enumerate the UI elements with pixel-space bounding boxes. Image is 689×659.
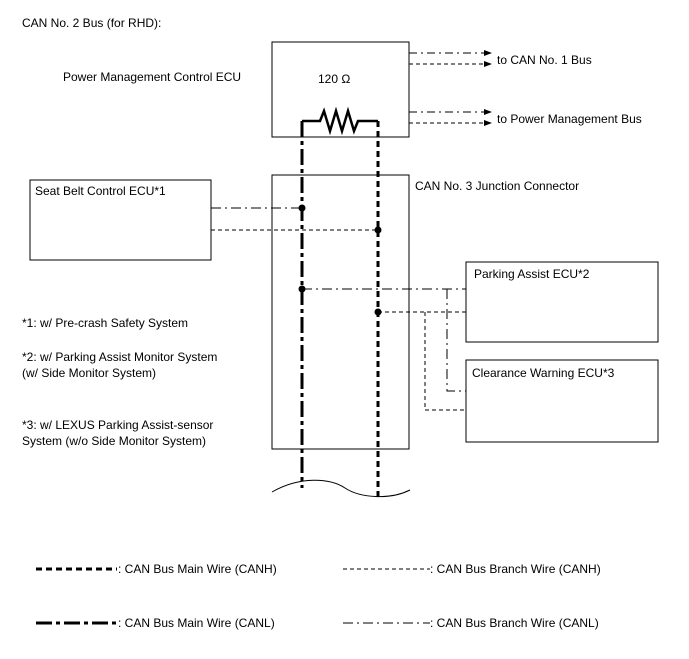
seat-belt-ecu-box	[29, 179, 212, 261]
to-can1-label: to CAN No. 1 Bus	[497, 53, 592, 67]
power-management-ecu-label: Power Management Control ECU	[63, 70, 241, 84]
legend-main-canl: : CAN Bus Main Wire (CANL)	[118, 616, 275, 630]
note-1: *1: w/ Pre-crash Safety System	[22, 316, 188, 330]
arrowhead-can1-lower	[484, 61, 492, 67]
arrowhead-can1-upper	[484, 50, 492, 56]
arrows-to-can1	[409, 52, 484, 65]
clearance-warning-ecu-box	[465, 359, 659, 443]
termination-resistor	[302, 106, 378, 136]
junction-dot-parking-canh	[374, 308, 382, 316]
legend-branch-canh: : CAN Bus Branch Wire (CANH)	[430, 562, 601, 576]
branch-wires-canl	[211, 207, 466, 392]
legend-branch-canl: : CAN Bus Branch Wire (CANL)	[430, 616, 599, 630]
branch-wires-canh	[211, 229, 466, 411]
diagram-title: CAN No. 2 Bus (for RHD):	[22, 16, 161, 30]
junction-dot-seatbelt-canh	[374, 226, 382, 234]
parking-assist-ecu-label: Parking Assist ECU*2	[474, 267, 590, 281]
power-management-ecu-box	[271, 41, 410, 138]
parking-assist-ecu-box	[465, 261, 659, 343]
seat-belt-ecu-label: Seat Belt Control ECU*1	[35, 184, 166, 198]
note-2-line2: (w/ Side Monitor System)	[22, 366, 156, 380]
note-3-line1: *3: w/ LEXUS Parking Assist-sensor	[22, 418, 213, 432]
junction-dot-parking-canl	[298, 285, 306, 293]
arrows-to-power-bus	[409, 111, 484, 124]
legend-main-canh: : CAN Bus Main Wire (CANH)	[118, 562, 277, 576]
to-power-bus-label: to Power Management Bus	[497, 112, 642, 126]
arrowhead-power-lower	[484, 120, 492, 126]
note-3-line2: System (w/o Side Monitor System)	[22, 434, 206, 448]
break-line	[271, 479, 411, 498]
junction-dot-seatbelt-canl	[298, 204, 306, 212]
clearance-warning-ecu-label: Clearance Warning ECU*3	[472, 366, 615, 380]
junction-connector-label: CAN No. 3 Junction Connector	[415, 179, 579, 193]
note-2-line1: *2: w/ Parking Assist Monitor System	[22, 350, 217, 364]
termination-resistance-label: 120 Ω	[318, 72, 350, 86]
arrowhead-power-upper	[484, 109, 492, 115]
